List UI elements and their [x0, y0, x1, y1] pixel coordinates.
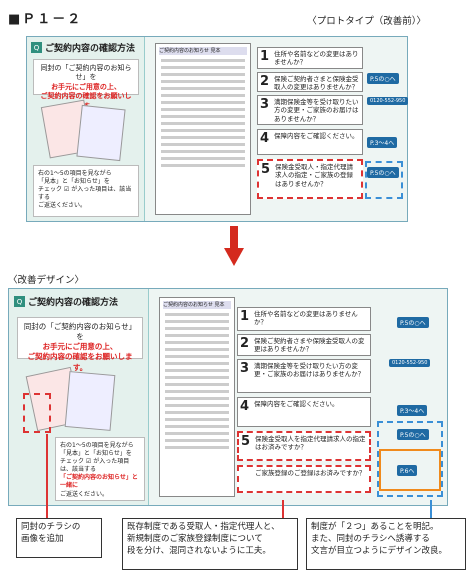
sheet-title: ご契約内容のお知らせ 見本 — [159, 47, 247, 55]
note-line: 右の1～5の項目を見ながら — [60, 442, 134, 449]
note-line: チェック ☑ が入った項目は、該当する — [38, 186, 132, 202]
connector-line — [282, 500, 284, 518]
page-pill: P.3～4へ — [367, 137, 398, 148]
callout-flyer: 同封のチラシの 画像を追加 — [16, 518, 102, 558]
intro-line: お手元にご用意の上、 — [42, 342, 118, 352]
document-icon: Q — [31, 42, 42, 53]
page-header: ■Ｐ１－２ — [8, 12, 83, 27]
document-image — [76, 104, 126, 162]
prototype-label: 〈プロトタイプ（改善前）〉 — [307, 16, 426, 27]
callout-line: 段を分け、混同されないように工夫。 — [127, 545, 271, 556]
phone-pill: 0120-552-950 — [389, 359, 431, 367]
improved-items-note: 右の1～5の項目を見ながら 「見本」と「お知らせ」を チェック ☑ が入った項目… — [55, 437, 145, 501]
sheet-title: ご契約内容のお知らせ 見本 — [163, 301, 231, 309]
callout-line: 同封のチラシの — [21, 522, 81, 532]
down-arrow-icon — [224, 226, 244, 266]
improved-label: 〈改善デザイン〉 — [8, 275, 85, 286]
callout-design: 制度が「２つ」あることを明記。 また、同封のチラシへ誘導する 文言が目立つように… — [306, 518, 466, 570]
improved-sidebar: Q ご契約内容の確認方法 同封の「ご契約内容のお知らせ」を お手元にご用意の上、… — [9, 289, 149, 505]
improved-panel: Q ご契約内容の確認方法 同封の「ご契約内容のお知らせ」を お手元にご用意の上、… — [8, 288, 448, 506]
phone-pill: 0120-552-950 — [367, 97, 409, 105]
callout-line: また、同封のチラシへ誘導する — [311, 533, 430, 544]
note-line: チェック ☑ が入った項目は、該当する — [60, 458, 130, 474]
page-pill: P.5の○へ — [397, 317, 429, 328]
note-line: 「見本」と「お知らせ」を — [60, 450, 132, 458]
page-pill: P.6へ — [397, 465, 418, 476]
callout-line: 制度が「２つ」あることを明記。 — [311, 522, 439, 532]
improved-title: ご契約内容の確認方法 — [28, 298, 119, 308]
sample-sheet: ご契約内容のお知らせ 見本 — [155, 43, 251, 215]
callout-line: 文言が目立つようにデザイン改良。 — [311, 545, 448, 556]
page-pill: P.5の○へ — [397, 429, 429, 440]
page-pill: P.5の○へ — [367, 73, 399, 84]
step-5b: ご家族登録のご登録はお済みですか？ — [237, 465, 371, 493]
callout-line: 既存制度である受取人・指定代理人と、 — [127, 522, 280, 532]
sample-sheet: ご契約内容のお知らせ 見本 — [159, 297, 235, 497]
improved-intro: 同封の「ご契約内容のお知らせ」を お手元にご用意の上、 ご契約内容の確認をお願い… — [17, 317, 143, 372]
callout-line: 新規制度のご家族登録制度について — [127, 533, 263, 544]
intro-line: 同封の「ご契約内容のお知らせ」を — [23, 322, 137, 342]
note-line: ご返送ください。 — [38, 202, 87, 210]
callout-separation: 既存制度である受取人・指定代理人と、 新規制度のご家族登録制度について 段を分け… — [122, 518, 298, 570]
highlight-box — [365, 161, 403, 199]
prototype-sidebar: Q ご契約内容の確認方法 同封の「ご契約内容のお知らせ」を お手元にご用意の上、… — [27, 37, 145, 221]
page-pill: P.5の○へ — [367, 167, 399, 178]
prototype-panel: Q ご契約内容の確認方法 同封の「ご契約内容のお知らせ」を お手元にご用意の上、… — [26, 36, 409, 222]
document-icon: Q — [14, 296, 25, 307]
prototype-items-note: 右の1～5の項目を見ながら 「見本」と「お知らせ」を チェック ☑ が入った項目… — [33, 165, 139, 217]
note-line: 「ご契約内容のお知らせ」と一緒に — [60, 474, 138, 490]
flyer-highlight — [23, 393, 51, 433]
callout-line: 画像を追加 — [21, 533, 64, 544]
note-line: 右の1～5の項目を見ながら — [38, 170, 112, 177]
highlight-box — [377, 421, 443, 497]
connector-line — [46, 434, 48, 518]
intro-line: お手元にご用意の上、 — [51, 82, 121, 91]
connector-line — [430, 500, 432, 518]
note-line: 「見本」と「お知らせ」を — [38, 178, 110, 186]
flyer-link-box — [379, 449, 441, 491]
document-image — [64, 371, 116, 431]
prototype-intro: 同封の「ご契約内容のお知らせ」を お手元にご用意の上、 ご契約内容の確認をお願い… — [33, 59, 139, 110]
intro-line: 同封の「ご契約内容のお知らせ」を — [40, 64, 132, 82]
page-pill: P.3～4へ — [397, 405, 428, 416]
intro-line: ご契約内容の確認をお願いします。 — [27, 352, 133, 372]
note-line: ご返送ください。 — [60, 490, 109, 498]
prototype-title: ご契約内容の確認方法 — [45, 44, 136, 54]
